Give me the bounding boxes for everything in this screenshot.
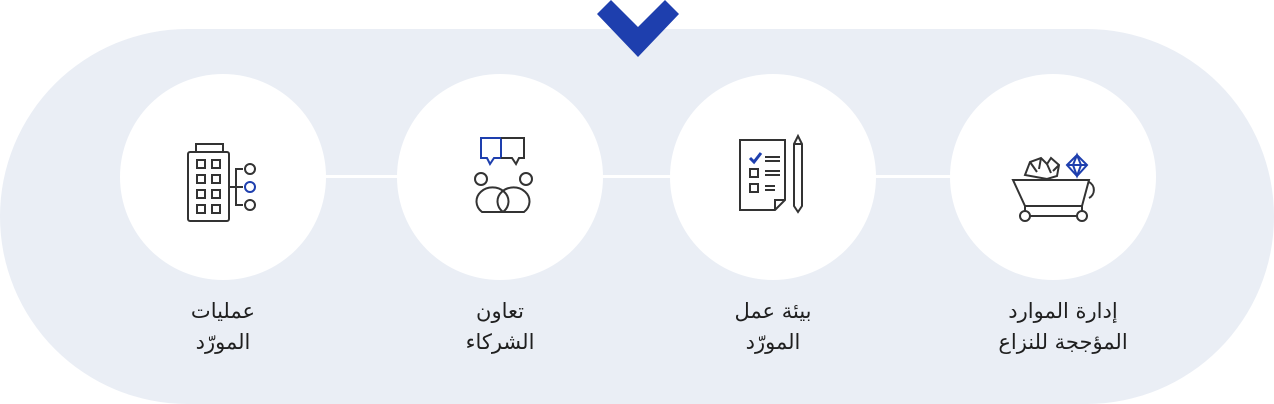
minerals-cart-icon xyxy=(1011,152,1095,222)
step-label-line2: الشركاء xyxy=(465,330,535,354)
step-label-supplier-operations: عمليات المورّد xyxy=(93,296,353,358)
step-label-line2: المورّد xyxy=(745,330,801,354)
step-label-conflict-minerals: إدارة الموارد المؤججة للنزاع xyxy=(933,296,1193,358)
step-label-line1: عمليات xyxy=(190,299,256,323)
step-circle-supplier-work-environment xyxy=(670,74,876,280)
step-label-partner-collaboration: تعاون الشركاء xyxy=(370,296,630,358)
connector-line xyxy=(220,175,1060,178)
step-label-line1: تعاون xyxy=(476,299,524,323)
step-label-line2: المؤججة للنزاع xyxy=(998,330,1128,354)
step-label-line2: المورّد xyxy=(195,330,251,354)
building-network-icon xyxy=(187,143,256,222)
step-circle-conflict-minerals xyxy=(950,74,1156,280)
step-label-supplier-work-environment: بيئة عمل المورّد xyxy=(643,296,903,358)
partners-chat-icon xyxy=(474,137,533,213)
step-circle-partner-collaboration xyxy=(397,74,603,280)
step-label-line1: بيئة عمل xyxy=(734,299,812,323)
chevron-down-icon xyxy=(597,0,679,57)
step-circle-supplier-operations xyxy=(120,74,326,280)
step-label-line1: إدارة الموارد xyxy=(1008,299,1118,323)
checklist-pencil-icon xyxy=(739,133,803,214)
